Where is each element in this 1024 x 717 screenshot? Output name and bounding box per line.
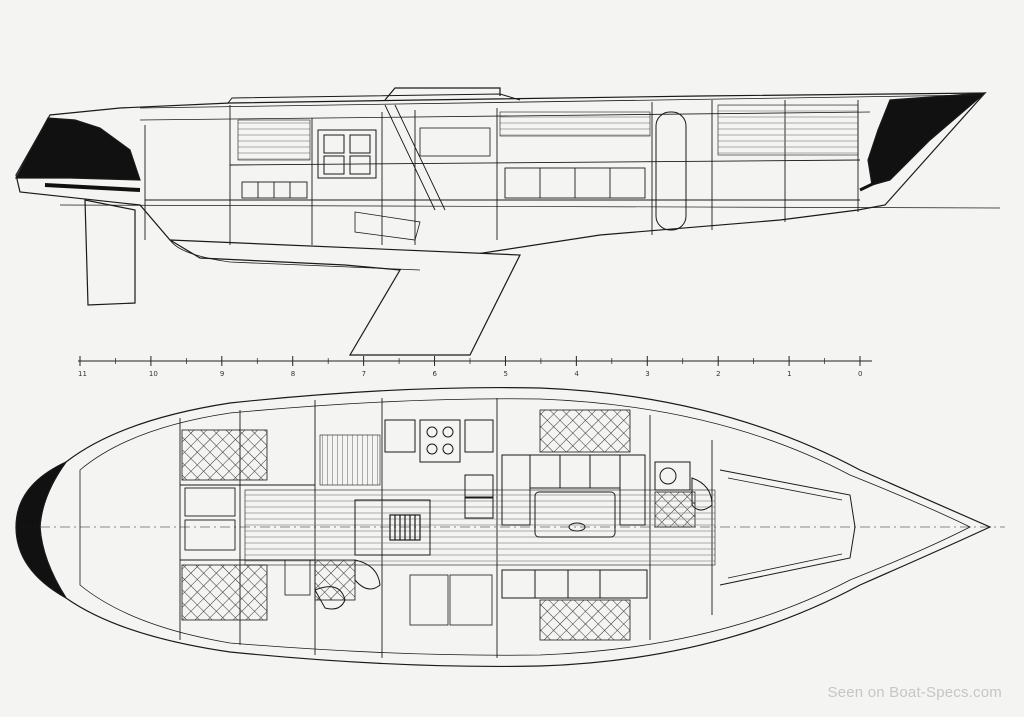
stern-black-fill (15, 117, 141, 181)
scale-label: 3 (645, 370, 649, 378)
scale-label: 9 (220, 370, 224, 378)
galley-plan (384, 419, 494, 519)
bow-black-fill (867, 92, 987, 186)
scale-label: 1 (787, 370, 791, 378)
settee-cushions (504, 167, 646, 199)
galley-stove (317, 129, 377, 179)
head-aft (314, 559, 381, 610)
stern-black-plan (15, 460, 68, 599)
scale-label: 11 (78, 370, 87, 378)
watermark-text: Seen on Boat-Specs.com (827, 684, 1002, 701)
dinette-settee (501, 454, 646, 538)
vberth (719, 469, 856, 586)
plan-view (15, 386, 1005, 668)
scale-label: 5 (503, 370, 507, 378)
cabin-sole (244, 489, 716, 566)
scale-label: 0 (858, 370, 862, 378)
quarter-berth-starboard (181, 564, 268, 621)
scale-label: 4 (574, 370, 579, 378)
rudder (84, 199, 136, 306)
scale-label: 8 (291, 370, 295, 378)
scale-label: 10 (149, 370, 158, 378)
scale-label: 6 (433, 370, 438, 378)
settee-starboard (501, 569, 648, 599)
keel (169, 239, 521, 356)
profile-view (15, 87, 1001, 356)
companionway-ladder (384, 104, 446, 211)
head-forward (654, 461, 713, 511)
scale-label: 7 (362, 370, 366, 378)
scale-label: 2 (716, 370, 720, 378)
deckhouse (227, 93, 521, 104)
companionway-steps (389, 514, 421, 541)
quarter-berth-port (181, 429, 268, 481)
head-door (655, 111, 687, 231)
hull-plan-outline (39, 386, 992, 668)
